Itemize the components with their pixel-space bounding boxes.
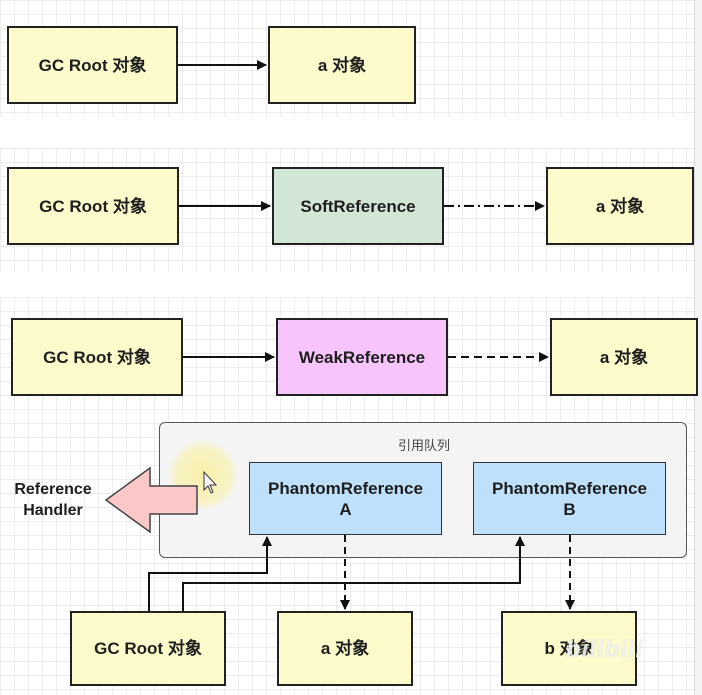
soft-target-label: a 对象: [595, 196, 645, 216]
weak-target-box: a 对象: [550, 318, 698, 396]
reference-handler-arrow: [104, 466, 198, 534]
root-to-phantom-b-connector: [182, 536, 525, 611]
strong-target-box: a 对象: [268, 26, 416, 104]
soft-gc-root-box: GC Root 对象: [7, 167, 179, 245]
bilibili-watermark: bilibili: [566, 636, 644, 663]
mouse-cursor-icon: [203, 470, 218, 494]
strong-gc-root-box: GC Root 对象: [7, 26, 178, 104]
phantom-gc-root-label: GC Root 对象: [94, 639, 202, 658]
root-to-phantom-a-connector: [148, 536, 272, 611]
weak-reference-label: WeakReference: [298, 347, 426, 367]
reference-handler-label: Reference Handler: [0, 479, 106, 521]
phantom-target-a-label: a 对象: [320, 639, 370, 658]
phantom-reference-a-line1: PhantomReference: [268, 478, 423, 498]
reference-handler-line2: Handler: [23, 502, 83, 519]
phantom-gc-root-box: GC Root 对象: [70, 611, 226, 686]
phantom-target-a-box: a 对象: [277, 611, 413, 686]
strong-target-label: a 对象: [317, 55, 367, 75]
phantom-reference-a-line2: A: [339, 499, 352, 519]
soft-reference-label: SoftReference: [300, 196, 416, 216]
phantom-reference-b-line1: PhantomReference: [492, 478, 647, 498]
weak-reference-box: WeakReference: [276, 318, 448, 396]
reference-handler-line1: Reference: [14, 481, 92, 498]
soft-target-box: a 对象: [546, 167, 694, 245]
weak-gc-root-label: GC Root 对象: [43, 347, 151, 367]
weak-gc-root-box: GC Root 对象: [11, 318, 183, 396]
soft-gc-root-label: GC Root 对象: [39, 196, 147, 216]
weak-target-label: a 对象: [599, 347, 649, 367]
reference-queue-label: 引用队列: [397, 438, 450, 453]
soft-reference-box: SoftReference: [272, 167, 444, 245]
phantom-target-b-label: b 对象: [544, 639, 594, 658]
phantom-target-b-box: b 对象: [501, 611, 637, 686]
strong-gc-root-label: GC Root 对象: [38, 55, 147, 75]
phantom-reference-b-line2: B: [563, 499, 576, 519]
